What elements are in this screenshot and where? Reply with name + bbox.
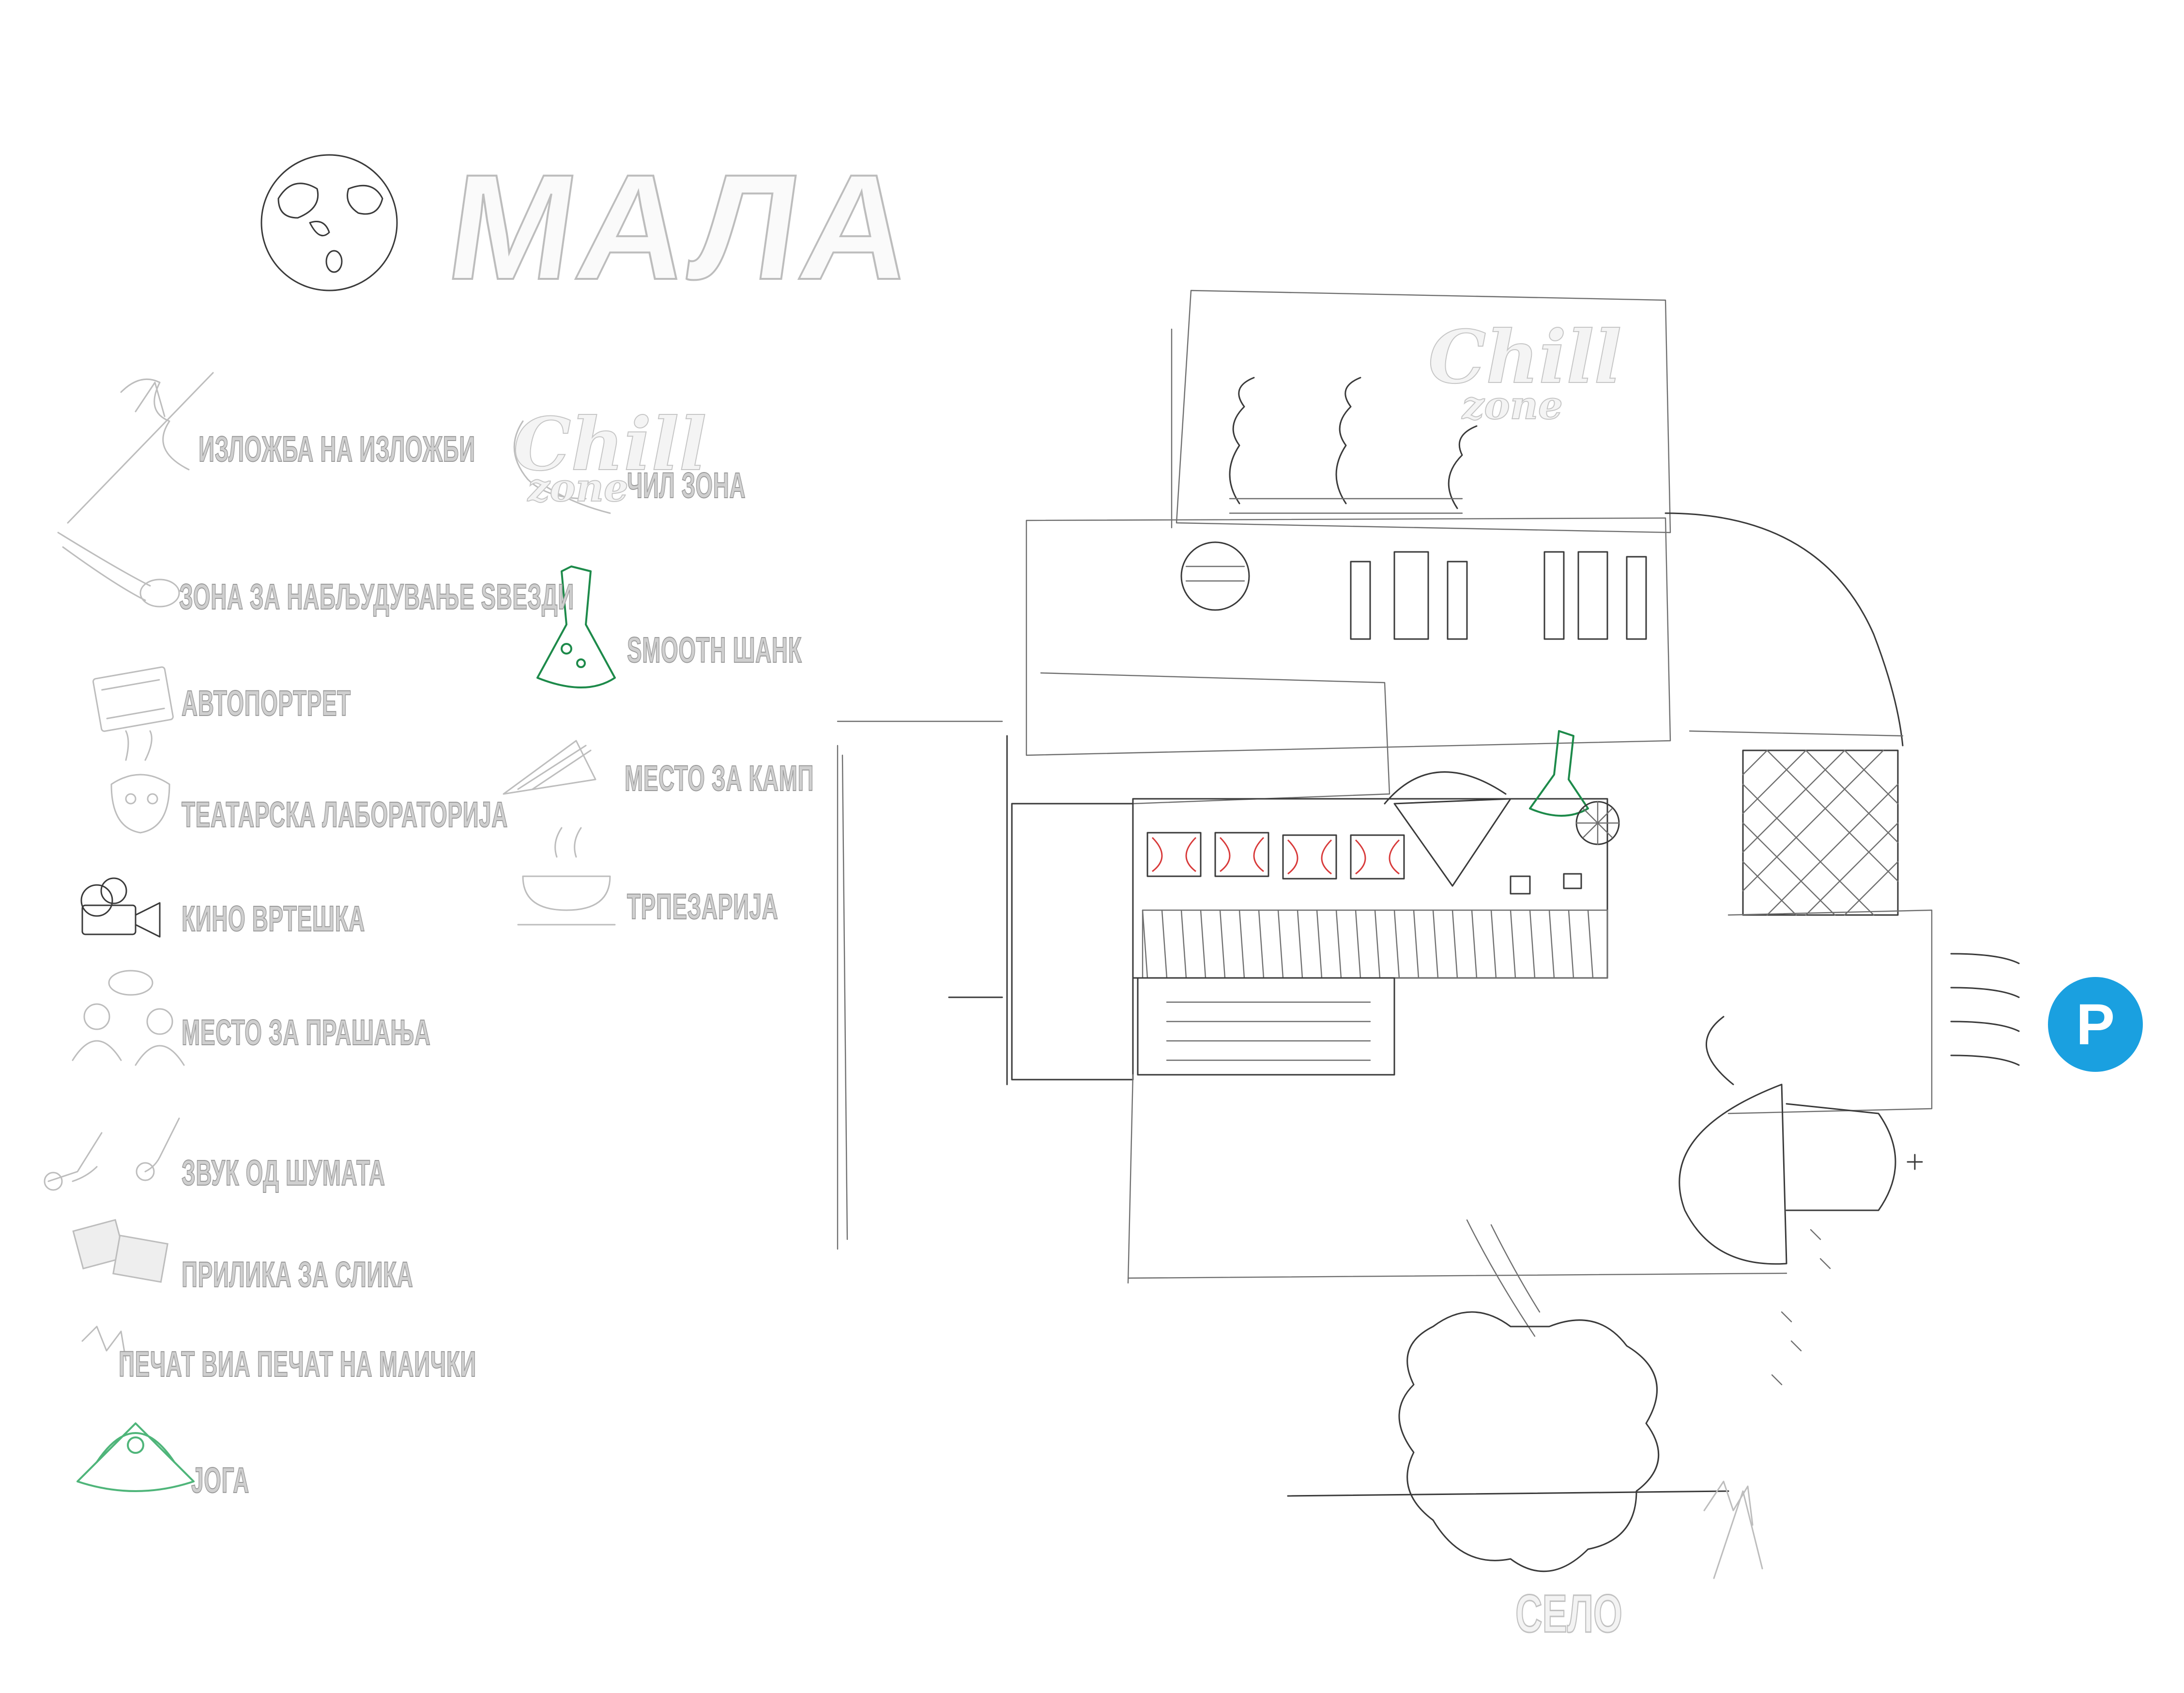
- window-row: [1350, 551, 1647, 640]
- theatre-mask-icon: [110, 730, 170, 834]
- chill-word-map: Chill: [1428, 314, 1622, 400]
- legend-label-exhibition: ИЗЛОЖБА НА ИЗЛОЖБИ: [198, 428, 475, 470]
- legend-label-stargazing: ЗОНА ЗА НАБЉУДУВАЊЕ ЅВЕЗДИ: [179, 576, 574, 617]
- print-stamp-icon: [81, 1326, 127, 1361]
- legend-label-forest-sound: ЗВУК ОД ШУМАТА: [181, 1152, 385, 1193]
- village-label: СЕЛО: [1515, 1584, 1623, 1645]
- music-notes-icon: [44, 1117, 180, 1191]
- legend-label-photo-op: ПРИЛИКА ЗА СЛИКА: [181, 1254, 413, 1295]
- page-title: МАЛА: [438, 142, 928, 312]
- legend-label-questions: МЕСТО ЗА ПРАШАЊА: [181, 1012, 431, 1053]
- coffee-cup-icon: [517, 827, 616, 926]
- zone-word-map: zone: [1462, 382, 1563, 428]
- legend-label-self-portrait: АВТОПОРТРЕТ: [181, 683, 351, 724]
- site-plan: [837, 290, 2020, 1579]
- legend-label-dining: ТРПЕЗАРИЈА: [626, 886, 779, 927]
- chill-zone-icon: [513, 420, 611, 514]
- moon-face-logo-icon: [260, 154, 398, 291]
- tent-icon: [503, 740, 596, 795]
- movie-camera-icon: [80, 877, 161, 938]
- legend-label-camp: МЕСТО ЗА КАМП: [624, 758, 814, 799]
- photo-frame-icon: [72, 1219, 168, 1283]
- legend-label-yoga: ЈОГА: [191, 1460, 249, 1501]
- parking-badge: P: [2048, 977, 2143, 1072]
- flask-icon: [536, 565, 616, 688]
- legend-label-chill-zone: ЧИЛ ЗОНА: [626, 465, 746, 506]
- comet-icon: [57, 532, 180, 608]
- chill-word-legend: Chill: [513, 401, 707, 488]
- comet-icon-signature: [67, 372, 214, 524]
- legend-label-theatre-lab: ТЕАТАРСКА ЛАБОРАТОРИЈА: [181, 794, 508, 835]
- film-strip-icon: [92, 666, 174, 732]
- legend-label-smooth-bar: SMOOTH ШАНК: [626, 629, 802, 671]
- zone-word-legend: zone: [527, 464, 629, 511]
- people-question-icon: [72, 970, 185, 1066]
- legend-label-cinema: КИНО ВРТЕШКА: [181, 898, 365, 939]
- legend-label-print: ПЕЧАТ ВИА ПЕЧАТ НА МАИЧКИ: [118, 1343, 476, 1385]
- lotus-yoga-icon: [76, 1422, 195, 1492]
- red-curtain-frames: [1146, 832, 1405, 880]
